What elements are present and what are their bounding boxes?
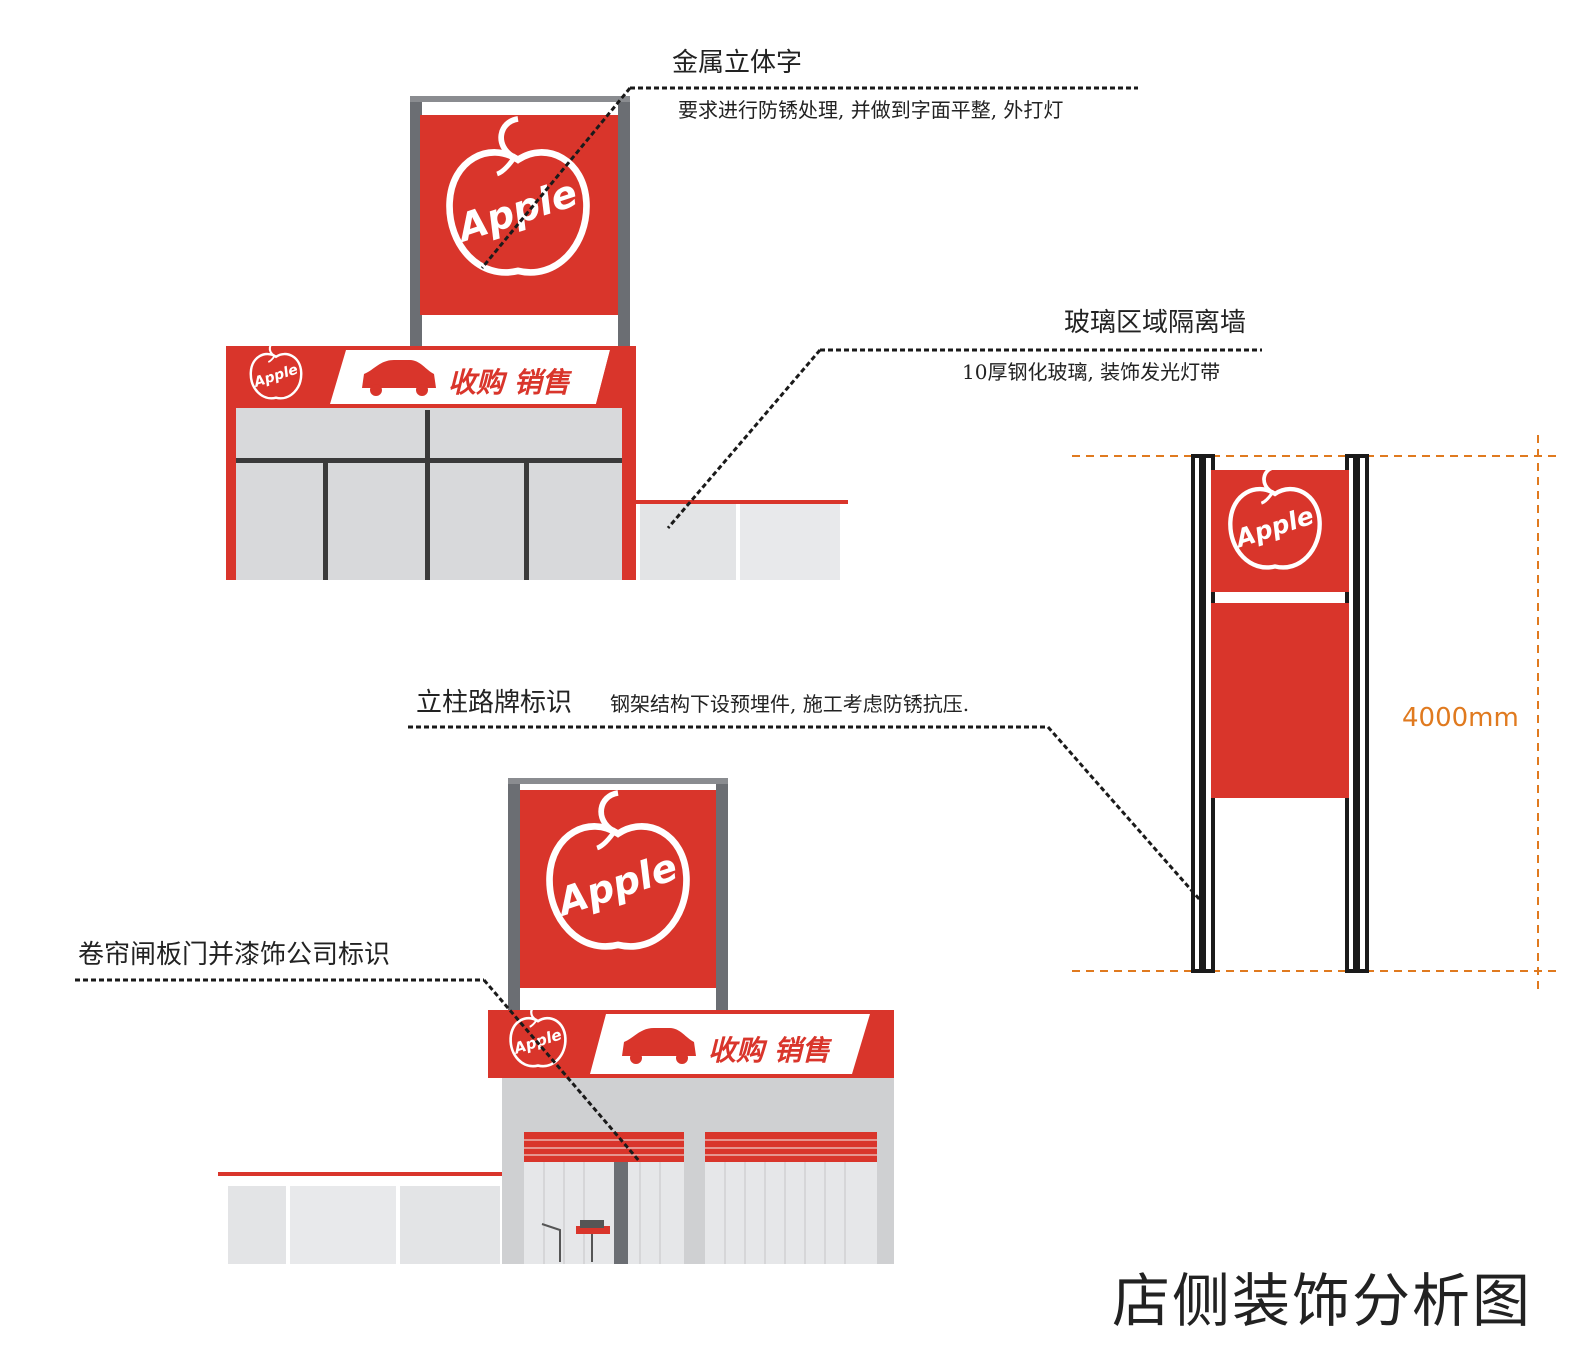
top-glass-light-strip <box>636 500 848 504</box>
top-storefront: 收购 销售 <box>226 96 848 580</box>
bottom-storefront: 收购 销售 <box>218 778 894 1264</box>
sign-post-right <box>618 96 630 348</box>
glass-wall-title: 玻璃区域隔离墙 <box>1064 308 1247 338</box>
shutter-door-title: 卷帘闸板门并漆饰公司标识 <box>78 940 391 970</box>
top-band-text: 收购 销售 <box>448 366 573 399</box>
pillar-sign <box>1072 435 1560 990</box>
chair-icon <box>541 1220 610 1262</box>
top-shop-body <box>226 408 636 580</box>
pillar-sign-title: 立柱路牌标识 <box>416 688 573 718</box>
metal-letters-title: 金属立体字 <box>672 48 803 78</box>
sign-post-left <box>410 96 422 348</box>
height-dimension-label: 4000mm <box>1402 703 1519 733</box>
pillar-sign-note: 钢架结构下设预埋件, 施工考虑防锈抗压. <box>610 692 970 716</box>
car-icon <box>362 360 436 396</box>
bottom-band-text: 收购 销售 <box>708 1034 833 1067</box>
metal-letters-note: 要求进行防锈处理, 并做到字面平整, 外打灯 <box>678 98 1064 122</box>
leader-lines <box>75 86 1262 1163</box>
page-title: 店侧装饰分析图 <box>1112 1267 1533 1335</box>
glass-wall-note: 10厚钢化玻璃, 装饰发光灯带 <box>962 360 1221 384</box>
